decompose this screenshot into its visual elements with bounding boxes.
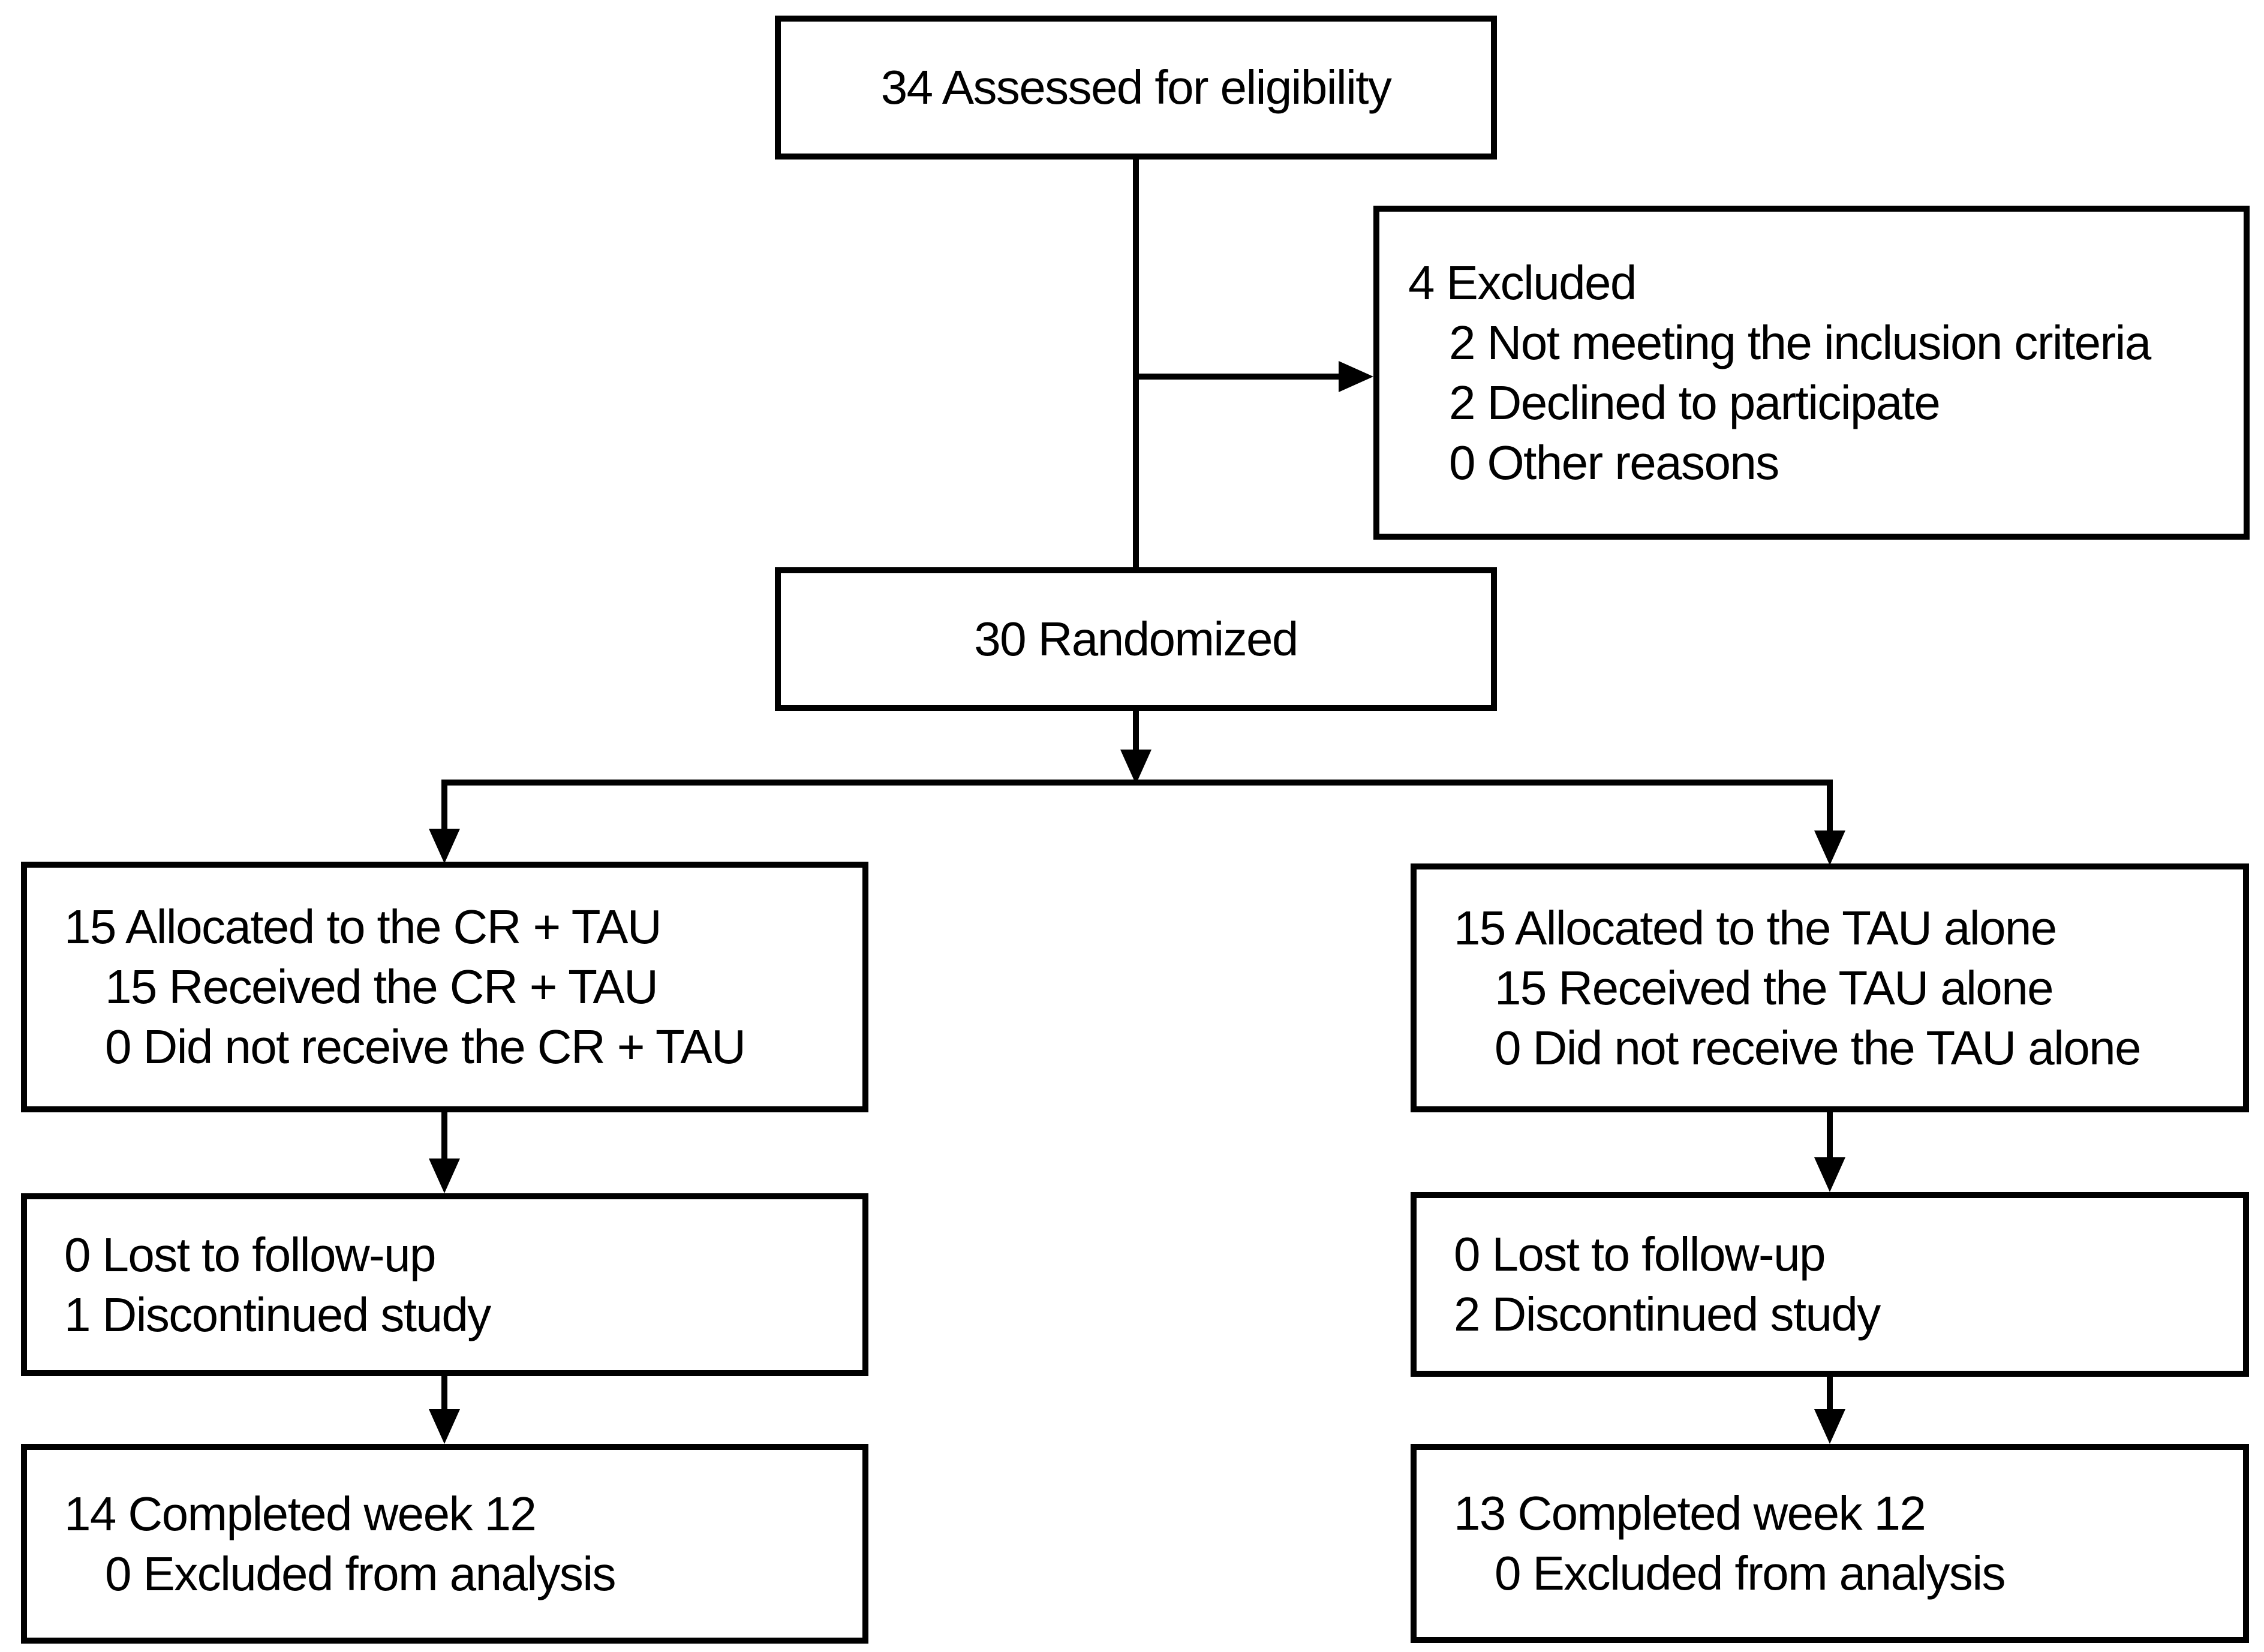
randomized-count-label: 30 Randomized	[974, 612, 1298, 666]
followup-cr-tau-discontinued-label: 1 Discontinued study	[64, 1287, 491, 1341]
box-followup-tau-alone: 0 Lost to follow-up 2 Discontinued study	[1411, 1192, 2249, 1377]
box-excluded: 4 Excluded 2 Not meeting the inclusion c…	[1373, 206, 2250, 540]
excluded-reason-declined: 2 Declined to participate	[1449, 375, 1941, 429]
arrowhead-follow-right	[1814, 1157, 1845, 1192]
analysis-tau-alone-excluded-label: 0 Excluded from analysis	[1495, 1546, 2006, 1600]
alloc-cr-tau-not-received-label: 0 Did not receive the CR + TAU	[105, 1020, 746, 1073]
box-followup-cr-tau: 0 Lost to follow-up 1 Discontinued study	[21, 1193, 868, 1376]
box-allocation-tau-alone: 15 Allocated to the TAU alone 15 Receive…	[1411, 863, 2249, 1112]
box-allocation-cr-tau: 15 Allocated to the CR + TAU 15 Received…	[21, 862, 868, 1112]
arrowhead-analysis-right	[1814, 1409, 1845, 1444]
arrowhead-alloc-left	[429, 829, 460, 863]
arrowhead-analysis-left	[429, 1409, 460, 1444]
arrowhead-follow-left	[429, 1158, 460, 1193]
box-randomized: 30 Randomized	[775, 567, 1497, 711]
alloc-cr-tau-allocated-label: 15 Allocated to the CR + TAU	[64, 900, 662, 953]
excluded-count-label: 4 Excluded	[1408, 255, 1637, 309]
alloc-cr-tau-received-label: 15 Received the CR + TAU	[105, 960, 659, 1013]
arrowhead-alloc-right	[1814, 830, 1845, 865]
box-analysis-tau-alone: 13 Completed week 12 0 Excluded from ana…	[1411, 1444, 2249, 1643]
followup-tau-alone-lost-label: 0 Lost to follow-up	[1454, 1227, 1826, 1281]
assessed-count-label: 34 Assessed for eligibility	[880, 61, 1392, 114]
alloc-tau-alone-received-label: 15 Received the TAU alone	[1495, 961, 2054, 1015]
analysis-cr-tau-completed-label: 14 Completed week 12	[64, 1487, 537, 1540]
arrowhead-split	[1120, 750, 1151, 784]
box-assessed-for-eligibility: 34 Assessed for eligibility	[775, 16, 1497, 160]
analysis-cr-tau-excluded-label: 0 Excluded from analysis	[105, 1546, 617, 1600]
alloc-tau-alone-not-received-label: 0 Did not receive the TAU alone	[1495, 1021, 2142, 1075]
excluded-reason-other: 0 Other reasons	[1449, 435, 1779, 489]
followup-tau-alone-discontinued-label: 2 Discontinued study	[1454, 1287, 1881, 1341]
alloc-tau-alone-allocated-label: 15 Allocated to the TAU alone	[1454, 901, 2057, 955]
box-analysis-cr-tau: 14 Completed week 12 0 Excluded from ana…	[21, 1444, 868, 1644]
excluded-reason-inclusion-criteria: 2 Not meeting the inclusion criteria	[1449, 315, 2151, 369]
followup-cr-tau-lost-label: 0 Lost to follow-up	[64, 1227, 436, 1281]
arrowhead-excluded	[1339, 361, 1373, 392]
analysis-tau-alone-completed-label: 13 Completed week 12	[1454, 1487, 1926, 1540]
